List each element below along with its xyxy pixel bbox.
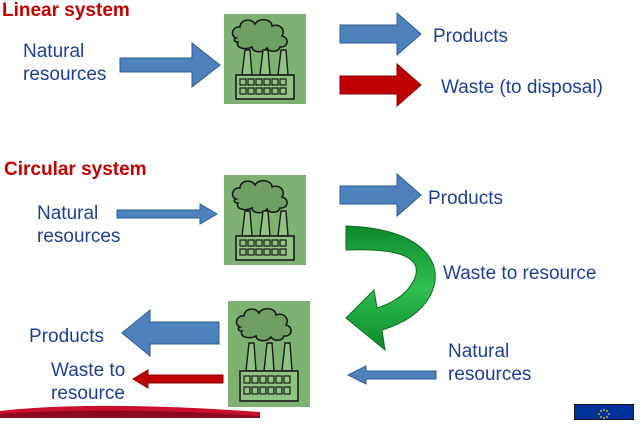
circular-system-heading: Circular system — [4, 159, 147, 180]
factory-icon — [231, 18, 295, 100]
circular-top-input-label-line2: resources — [37, 226, 121, 247]
linear-waste-arrow — [339, 62, 422, 108]
linear-products-arrow — [339, 11, 422, 57]
linear-factory — [224, 14, 306, 104]
circular-bottom-input-arrow — [346, 365, 437, 385]
circular-top-products-arrow — [339, 172, 422, 218]
circular-bottom-input-label-line1: Natural — [448, 341, 510, 362]
circular-bottom-factory — [228, 301, 310, 407]
circular-bottom-waste-arrow — [132, 369, 224, 389]
footer-swoosh-decoration — [0, 405, 260, 418]
circular-top-input-arrow — [116, 203, 218, 225]
linear-products-label: Products — [433, 26, 508, 47]
circular-bottom-waste-label-line1: Waste to — [51, 360, 126, 381]
circular-top-input-label-line1: Natural — [37, 203, 99, 224]
linear-input-label-line2: resources — [23, 64, 107, 85]
linear-input-arrow — [119, 41, 221, 89]
circular-bottom-products-label: Products — [29, 326, 104, 347]
linear-system-heading: Linear system — [2, 0, 130, 21]
circular-bottom-input-label-line2: resources — [448, 364, 532, 385]
linear-waste-label: Waste (to disposal) — [441, 77, 603, 98]
circular-top-factory — [224, 175, 306, 265]
factory-icon — [235, 307, 299, 402]
waste-to-resource-loop-arrow — [345, 225, 436, 352]
circular-top-products-label: Products — [428, 188, 503, 209]
linear-input-label-line1: Natural — [23, 41, 85, 62]
waste-to-resource-label: Waste to resource — [443, 263, 597, 284]
circular-bottom-products-arrow — [121, 308, 220, 358]
circular-bottom-waste-label-line2: resource — [51, 383, 125, 404]
factory-icon — [231, 179, 295, 261]
